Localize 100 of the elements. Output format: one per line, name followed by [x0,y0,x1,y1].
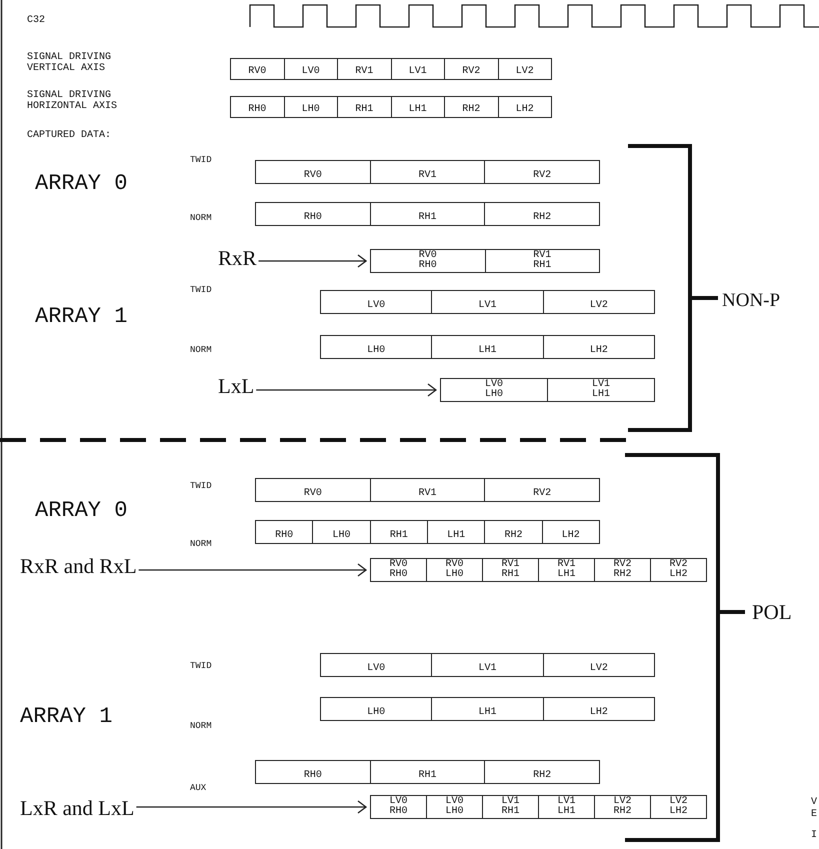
register-cell-text: RV2 RH2 [613,560,632,580]
register-cell-text: LV2 LH2 [669,797,688,817]
register-cell-text: RH0 [304,771,322,781]
register-box [320,335,655,359]
register-cell-text: RH1 [355,105,374,115]
register-cell-text: LV2 [516,67,534,77]
register-cell-text: RV0 LH0 [445,560,464,580]
register-cell-text: LV0 LH0 [445,797,464,817]
register-cell-text: RV0 [248,67,266,77]
register-cell-text: LV1 [408,67,427,77]
register-cell-text: LV0 LH0 [484,380,503,400]
register-box [255,520,600,544]
label-text: ARRAY 0 [35,500,128,522]
register-cell-text: LV1 [478,664,496,674]
label-text: TWID [190,286,212,295]
register-cell-text: LV0 [367,664,386,674]
register-cell-text: RV1 RH1 [501,560,520,580]
operation-label: RxR and RxL [20,556,137,577]
register-cell-text: RV2 [462,67,480,77]
register-cell-text: RV2 [533,489,552,499]
register-cell-text: LH1 [478,708,496,718]
register-cell-text: RV0 RH0 [418,251,437,271]
result-register [370,795,707,819]
register-cell-text: RH2 [462,105,480,115]
register-cell-text: RV2 [533,171,552,181]
bracket-label: POL [752,602,792,623]
register-cell-text: LH1 [478,346,496,356]
operation-label: LxL [218,376,254,397]
register-cell-text: LV2 RH2 [613,797,632,817]
register-cell-text: RV1 RH1 [533,251,552,271]
arrow [138,563,367,577]
label-text: V [811,798,818,808]
label-text: TWID [190,482,212,491]
register-box [230,58,552,80]
register-cell-text: LV0 [302,67,320,77]
arrow [256,383,437,397]
operation-label: LxR and LxL [20,798,134,819]
label-text: TWID [190,662,212,671]
register-cell-text: RH0 [304,213,322,223]
register-cell-text: LV0 RH0 [389,797,408,817]
label-text: E [811,810,818,820]
register-box [255,160,600,184]
register-box [255,478,600,502]
label-text: ARRAY 1 [35,306,128,328]
label-text: NORM [190,540,212,549]
result-register [440,378,655,402]
register-cell-text: LH0 [332,531,350,541]
register-box [320,290,655,314]
register-box [320,653,655,677]
label-text: ARRAY 0 [35,173,128,195]
label-text: AUX [190,784,206,793]
register-cell-text: LH1 [447,531,466,541]
register-cell-text: RH2 [533,213,552,223]
register-box [230,96,552,118]
label-text: CAPTURED DATA: [27,131,112,141]
register-cell-text: RH0 [275,531,294,541]
operation-label: RxR [218,248,257,269]
label-text: I [811,831,818,841]
label-text: SIGNAL DRIVING HORIZONTAL AXIS [27,91,118,112]
register-box [320,697,655,721]
register-cell-text: LV0 [367,301,386,311]
register-cell-text: RV0 RH0 [389,560,408,580]
label-text: SIGNAL DRIVING VERTICAL AXIS [27,53,112,74]
register-cell-text: RH0 [248,105,266,115]
register-cell-text: RH2 [533,771,552,781]
label-text: C32 [27,16,46,26]
register-cell-text: RV1 [355,67,374,77]
label-text: NORM [190,214,212,223]
arrow [136,800,367,814]
register-cell-text: RV0 [304,489,322,499]
register-cell-text: LV1 LH1 [592,380,610,400]
register-cell-text: LH0 [302,105,320,115]
register-cell-text: RV1 [418,489,437,499]
register-cell-text: RH1 [418,771,437,781]
label-text: NORM [190,346,212,355]
register-cell-text: LH0 [367,708,386,718]
register-cell-text: RV0 [304,171,322,181]
register-cell-text: RH2 [504,531,522,541]
register-cell-text: LV1 [478,301,496,311]
register-box [255,202,600,226]
arrow [258,254,367,268]
register-cell-text: LH2 [562,531,580,541]
register-cell-text: LH1 [408,105,427,115]
register-cell-text: LH2 [516,105,534,115]
register-cell-text: RV1 [418,171,437,181]
result-register [370,249,600,273]
result-register [370,558,707,582]
register-cell-text: LV2 [590,664,608,674]
label-text: NORM [190,722,212,731]
register-cell-text: LV1 RH1 [501,797,520,817]
label-text: ARRAY 1 [20,706,112,728]
register-cell-text: RV2 LH2 [669,560,688,580]
register-cell-text: RH1 [418,213,437,223]
register-cell-text: LH2 [590,708,608,718]
register-cell-text: LV1 LH1 [557,797,576,817]
bracket-label: NON-P [722,291,780,310]
register-cell-text: RH1 [390,531,408,541]
register-cell-text: LH0 [367,346,386,356]
register-cell-text: LV2 [590,301,608,311]
register-box [255,760,600,784]
